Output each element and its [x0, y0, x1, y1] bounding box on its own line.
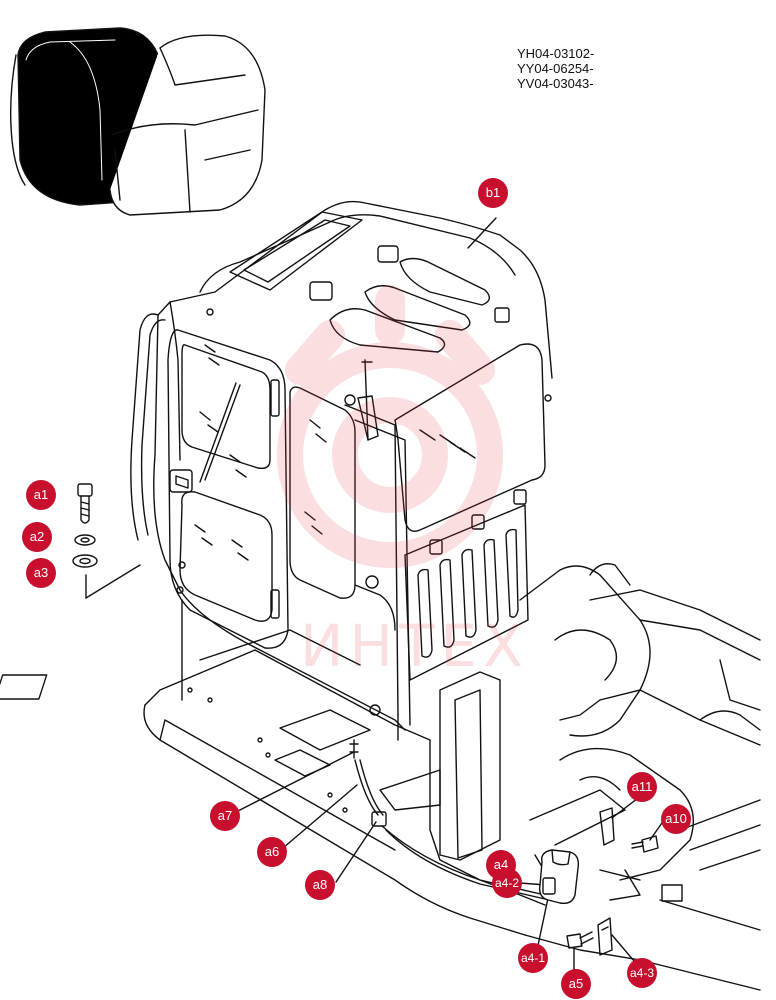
washer-tank-assembly: [538, 807, 659, 956]
callout-a3[interactable]: a3: [26, 558, 56, 588]
upper-frame: [439, 563, 761, 991]
callout-a5[interactable]: a5: [561, 969, 591, 999]
callout-b1[interactable]: b1: [478, 178, 508, 208]
key-map-thumbnail: [9, 27, 266, 216]
callout-a1[interactable]: a1: [26, 480, 56, 510]
serial-code-3: YV04-03043-: [517, 76, 594, 91]
serial-code-1: YH04-03102-: [517, 46, 595, 61]
gear-logo-icon: [277, 285, 503, 568]
callout-a6[interactable]: a6: [257, 837, 287, 867]
operator-cab: [130, 200, 553, 731]
bolt-hardware: [72, 483, 98, 568]
callout-a2[interactable]: a2: [22, 522, 52, 552]
serial-code-2: YY04-06254-: [517, 61, 594, 76]
callout-a11[interactable]: a11: [627, 772, 657, 802]
callout-a4-1[interactable]: a4-1: [518, 943, 548, 973]
callout-a10[interactable]: a10: [661, 804, 691, 834]
callout-a4-3[interactable]: a4-3: [627, 958, 657, 988]
callout-a8[interactable]: a8: [305, 870, 335, 900]
watermark-text: ИНТЕХ: [300, 612, 529, 680]
callout-a7[interactable]: a7: [210, 801, 240, 831]
callout-a4-2[interactable]: a4-2: [492, 868, 522, 898]
